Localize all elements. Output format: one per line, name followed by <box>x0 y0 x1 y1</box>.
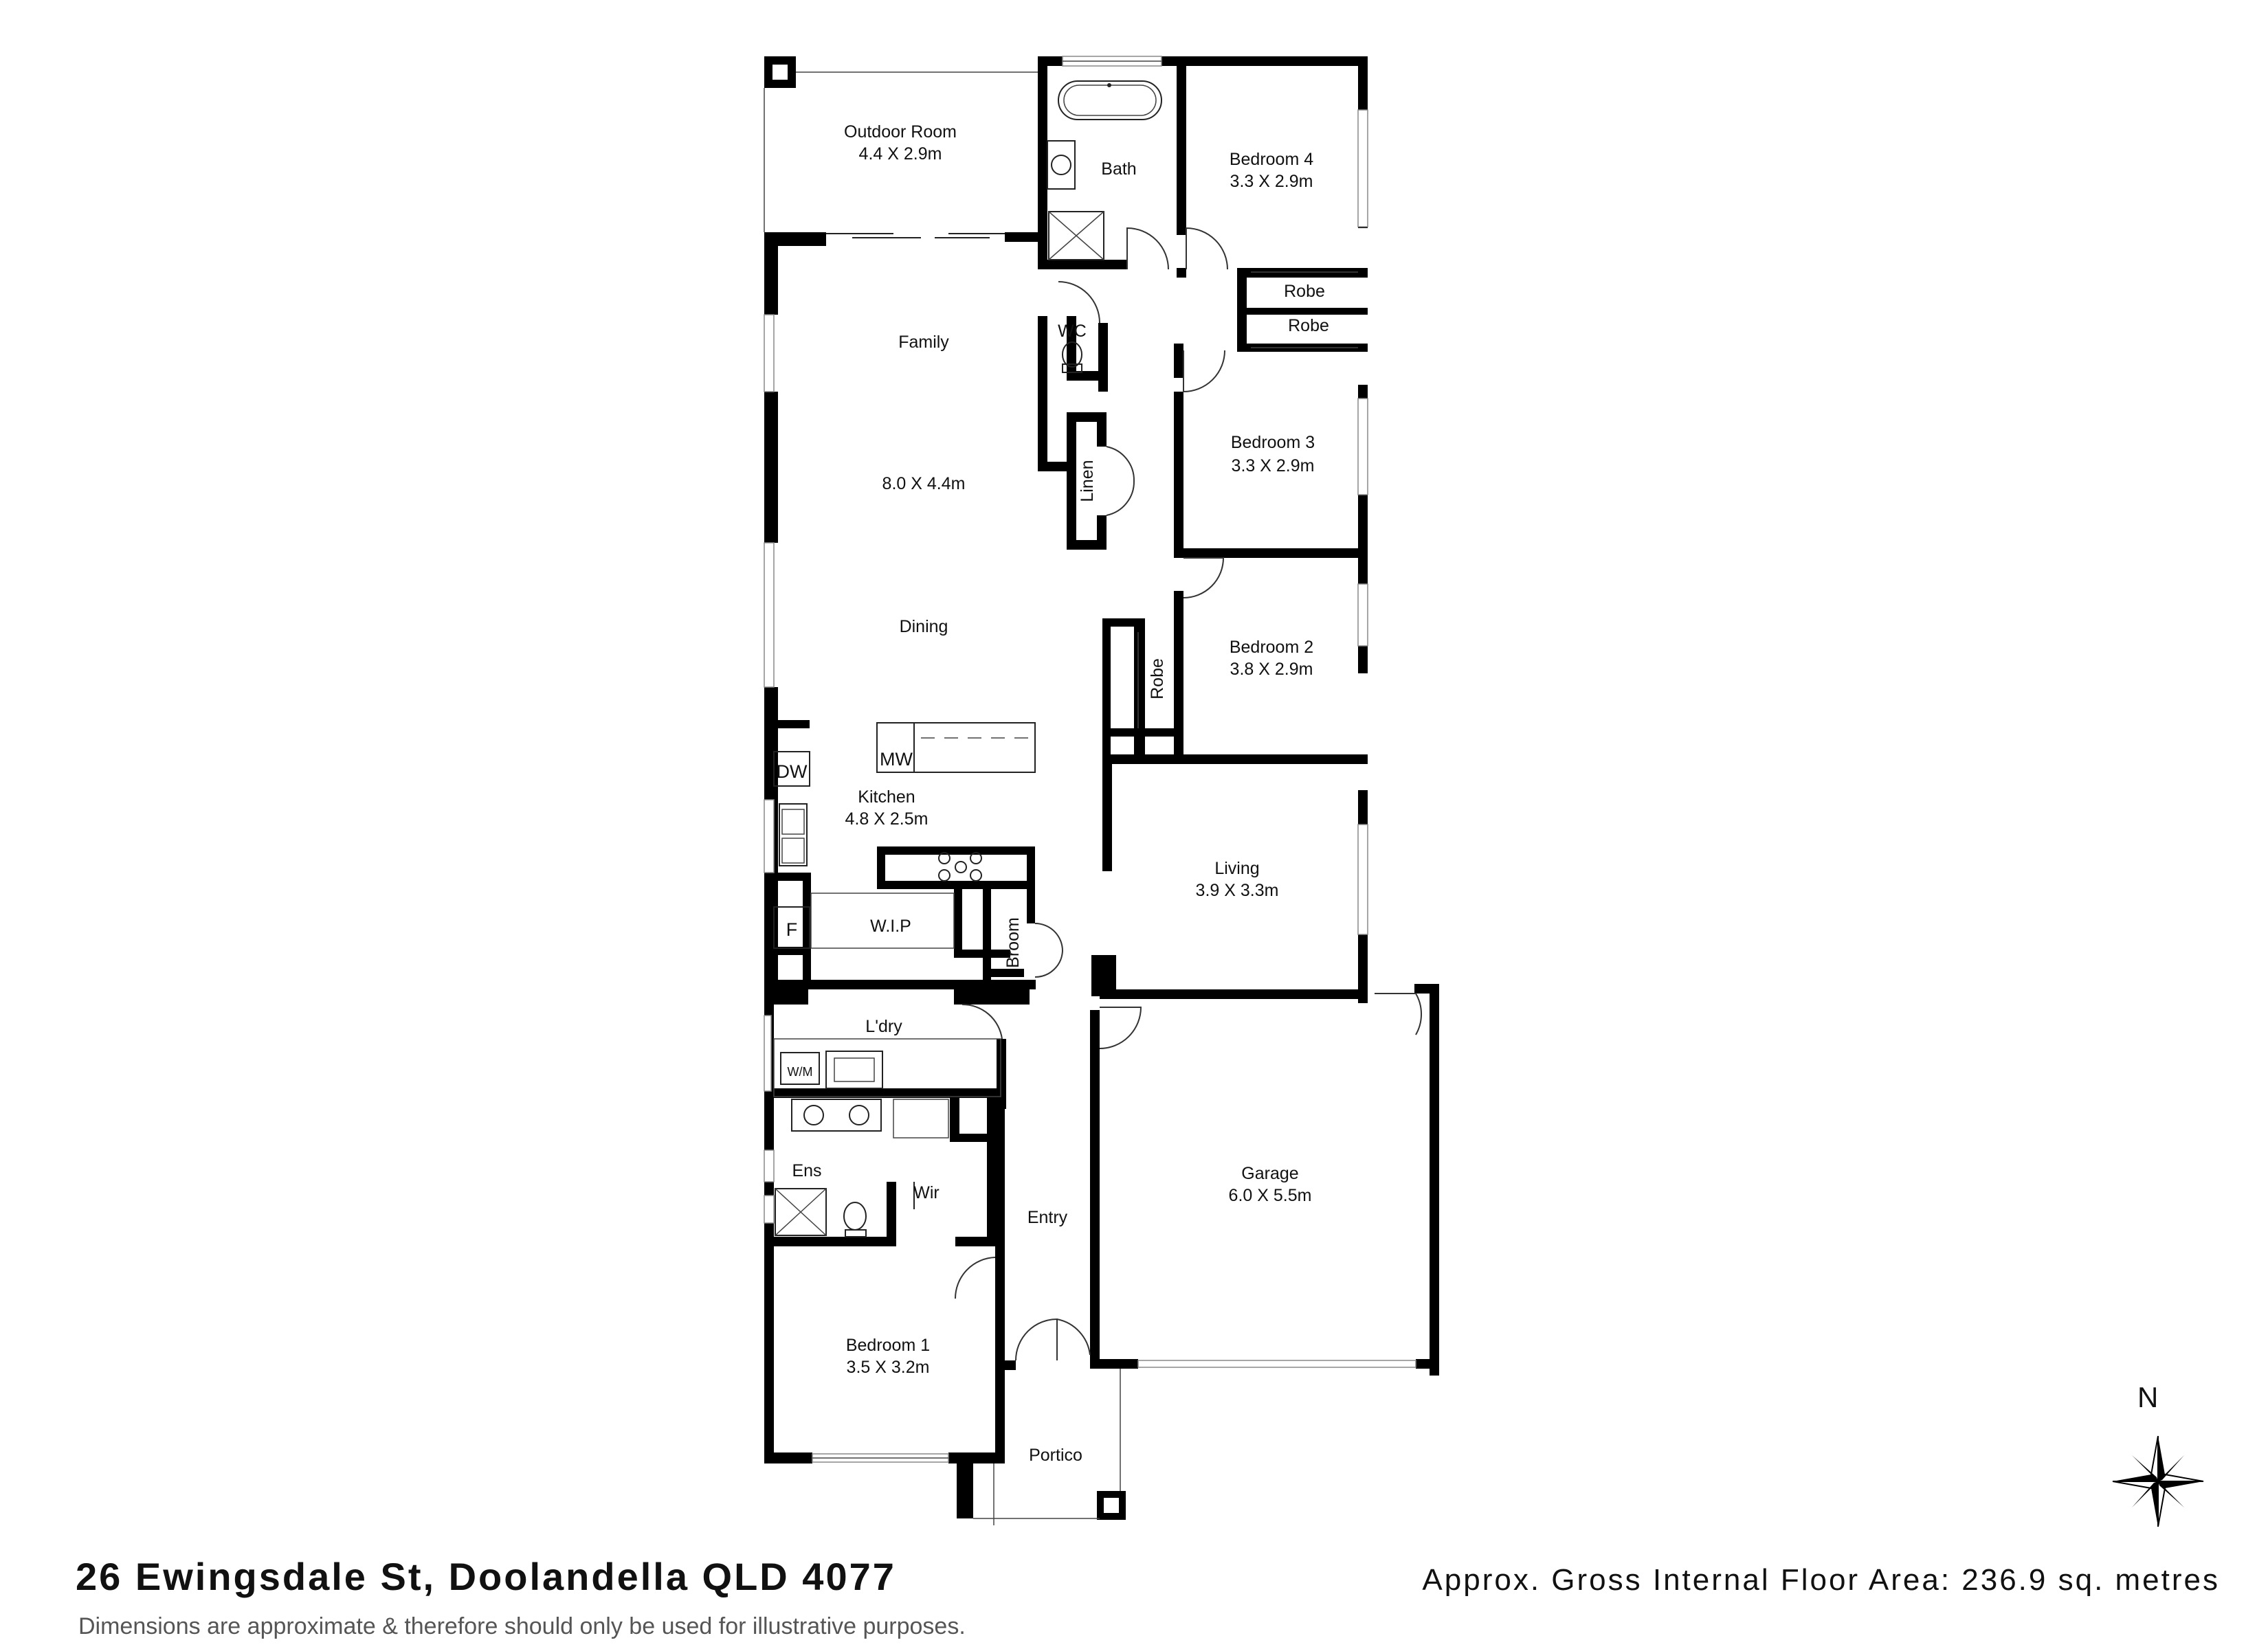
entry-name: Entry <box>1027 1208 1068 1227</box>
portico-name: Portico <box>1029 1446 1082 1465</box>
microwave-label: MW <box>880 749 913 770</box>
wir-name: Wir <box>913 1183 939 1202</box>
bedroom1-size: 3.5 X 3.2m <box>847 1358 930 1377</box>
basin-icon <box>1047 140 1076 190</box>
living-name: Living <box>1214 859 1259 878</box>
outdoor-room-outline <box>764 71 1121 1525</box>
property-address: 26 Ewingsdale St, Doolandella QLD 4077 <box>76 1555 896 1598</box>
family-size: 8.0 X 4.4m <box>882 474 966 493</box>
bedroom3-size: 3.3 X 2.9m <box>1232 456 1315 475</box>
outdoor-room-name: Outdoor Room <box>844 122 957 142</box>
wc-name: WC <box>1058 322 1087 341</box>
kitchen-sink-icon <box>779 803 808 866</box>
doors <box>955 227 1423 1361</box>
bedroom3-name: Bedroom 3 <box>1231 433 1315 452</box>
fridge-label: F <box>786 919 798 940</box>
living-size: 3.9 X 3.3m <box>1196 881 1279 900</box>
bedroom2-size: 3.8 X 2.9m <box>1230 660 1313 679</box>
room-labels: Outdoor Room 4.4 X 2.9m Bath Bedroom 4 3… <box>792 122 1328 1465</box>
ensuite-shower-icon <box>775 1188 827 1236</box>
broom-name: Broom <box>1003 917 1023 968</box>
fixtures <box>773 80 1162 1237</box>
family-name: Family <box>898 333 949 352</box>
compass-north-label: N <box>2137 1381 2159 1413</box>
bathtub-icon <box>1058 80 1162 120</box>
dishwasher-box <box>773 751 810 787</box>
robe-b-name: Robe <box>1288 316 1329 335</box>
garage-size: 6.0 X 5.5m <box>1229 1186 1312 1205</box>
fixture-labels: DW MW F W/M <box>777 749 913 1079</box>
dishwasher-label: DW <box>777 761 808 782</box>
compass-rose-icon <box>2112 1435 2204 1527</box>
laundry-name: L'dry <box>865 1017 902 1036</box>
washing-machine-label: W/M <box>788 1065 813 1079</box>
toilet-icon <box>1062 341 1082 373</box>
disclaimer: Dimensions are approximate & therefore s… <box>78 1613 966 1639</box>
washing-machine-box <box>780 1052 820 1085</box>
windows <box>764 56 1416 1463</box>
linen-name: Linen <box>1078 460 1097 502</box>
shower-icon <box>1048 211 1104 260</box>
ensuite-toilet-icon <box>843 1202 867 1237</box>
ensuite-name: Ens <box>792 1161 821 1180</box>
vanity-basins-icon <box>791 1099 882 1132</box>
robe-c-name: Robe <box>1148 658 1167 699</box>
bath-name: Bath <box>1101 159 1136 179</box>
kitchen-size: 4.8 X 2.5m <box>845 809 929 829</box>
bedroom1-name: Bedroom 1 <box>846 1336 930 1355</box>
bedroom2-name: Bedroom 2 <box>1230 638 1313 657</box>
robe-a-name: Robe <box>1284 282 1325 301</box>
fridge-box <box>773 906 810 949</box>
floor-area: Approx. Gross Internal Floor Area: 236.9… <box>1422 1563 2220 1597</box>
bedroom4-name: Bedroom 4 <box>1230 150 1313 169</box>
kitchen-name: Kitchen <box>858 787 915 807</box>
kitchen-island <box>876 722 1036 773</box>
wip-name: W.I.P <box>870 917 911 936</box>
cooktop-icon <box>938 852 982 882</box>
laundry-tub-icon <box>825 1051 883 1089</box>
outdoor-room-size: 4.4 X 2.9m <box>859 144 942 164</box>
dining-name: Dining <box>900 617 948 636</box>
bedroom4-size: 3.3 X 2.9m <box>1230 172 1313 191</box>
garage-name: Garage <box>1241 1164 1298 1183</box>
